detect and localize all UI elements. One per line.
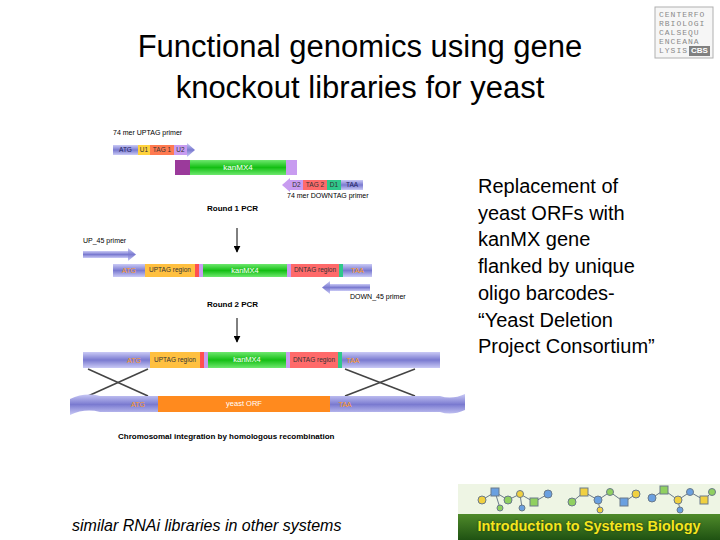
segment-label: DNTAG region <box>293 357 335 364</box>
segment-box: ATG <box>113 145 138 155</box>
text-label: CBS <box>689 46 710 56</box>
segment-label: kanMX4 <box>233 356 261 364</box>
text-label: 74 mer UPTAG primer <box>113 129 182 137</box>
primer-arrowhead <box>282 178 290 192</box>
segment-box: TAA <box>330 396 360 412</box>
segment-label: ATG <box>127 357 141 364</box>
segment-box: DNTAG region <box>290 352 338 368</box>
process-arrow <box>237 318 238 342</box>
network-nodes <box>478 486 716 513</box>
text-label: Round 1 PCR <box>207 204 258 214</box>
logo-band <box>458 514 720 540</box>
segment-label: ATG <box>119 147 132 154</box>
flank-segment <box>286 160 297 175</box>
primer-bar <box>83 251 128 258</box>
text-label: similar RNAi libraries in other systems <box>72 516 341 535</box>
flank-segment <box>175 160 190 175</box>
slide-title: Functional genomics using gene knockout … <box>80 26 640 108</box>
segment-label: DNTAG region <box>294 267 336 274</box>
text-label: CENTERFO <box>659 10 705 20</box>
text-label: Introduction to Systems Biology <box>458 518 720 535</box>
segment-box: TAG 2 <box>303 180 327 190</box>
text-label: Replacement of yeast ORFs with kanMX gen… <box>478 173 658 360</box>
dna-bar <box>83 352 440 368</box>
segment-box: ATG <box>113 264 145 277</box>
primer-bar <box>330 284 370 291</box>
segment-label: TAA <box>346 182 358 189</box>
primer-arrowhead <box>322 281 330 294</box>
text-label: Chromosomal integration by homologous re… <box>118 432 334 442</box>
segment-box: U2 <box>174 145 187 155</box>
segment-box: TAG 1 <box>150 145 174 155</box>
segment-box: D2 <box>290 180 303 190</box>
process-arrow <box>237 228 238 252</box>
segment-label: UPTAG region <box>149 267 191 274</box>
segment-label: D2 <box>292 182 300 189</box>
text-label: 74 mer DOWNTAG primer <box>287 192 369 200</box>
text-label: Round 2 PCR <box>207 300 258 310</box>
segment-label: TAG 2 <box>306 182 324 189</box>
segment-box: TAA <box>341 180 363 190</box>
crossover-lines <box>88 369 415 396</box>
segment-box: D1 <box>327 180 341 190</box>
segment-label: ATG <box>122 267 136 274</box>
segment-box: yeast ORF <box>158 396 330 412</box>
segment-label: TAG 1 <box>153 147 171 154</box>
segment-box: kanMX4 <box>190 160 286 175</box>
segment-box: TAA <box>343 264 372 277</box>
segment-box: DNTAG region <box>291 264 339 277</box>
flank-segment <box>200 352 204 368</box>
segment-label: U2 <box>176 147 184 154</box>
segment-box: TAA <box>342 352 364 368</box>
segment-label: kanMX4 <box>231 267 259 275</box>
segment-label: D1 <box>330 182 338 189</box>
text-label: CALSEQU <box>659 28 700 38</box>
text-label: RBIOLOGI <box>659 19 705 29</box>
flank-segment <box>195 264 199 277</box>
segment-box: kanMX4 <box>208 352 286 368</box>
text-label: UP_45 primer <box>83 237 126 245</box>
segment-label: TAA <box>346 357 359 364</box>
segment-label: TAA <box>351 267 364 274</box>
segment-label: U1 <box>140 147 148 154</box>
segment-box: ATG <box>118 352 150 368</box>
segment-box: kanMX4 <box>203 264 287 277</box>
segment-box: U1 <box>138 145 150 155</box>
segment-box: ATG <box>118 396 158 412</box>
chromosome-band <box>70 394 465 415</box>
segment-label: ATG <box>131 401 145 408</box>
network-icon <box>482 490 712 510</box>
text-label: LYSIS <box>659 46 688 56</box>
logo-frame <box>655 7 713 58</box>
segment-label: TAA <box>338 401 351 408</box>
segment-label: kanMX4 <box>223 164 252 172</box>
segment-label: yeast ORF <box>226 400 262 408</box>
segment-label: UPTAG region <box>154 357 196 364</box>
segment-box: UPTAG region <box>150 352 200 368</box>
primer-arrowhead <box>187 143 195 157</box>
logo-panel <box>458 484 720 540</box>
text-label: DOWN_45 primer <box>350 293 406 301</box>
segment-box: UPTAG region <box>145 264 195 277</box>
dna-bar <box>113 264 372 277</box>
primer-arrowhead <box>128 248 136 261</box>
